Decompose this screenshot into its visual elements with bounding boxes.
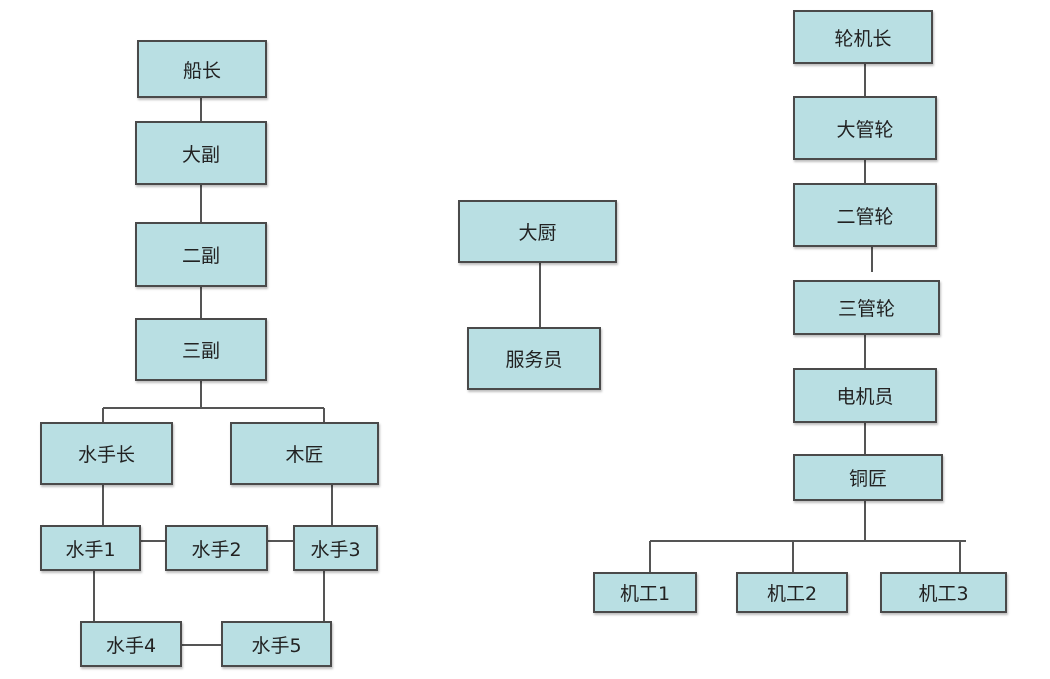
node-sailor-4: 水手4 [80,621,182,667]
node-steward: 服务员 [467,327,601,390]
node-sailor-5: 水手5 [221,621,332,667]
node-second-officer: 二副 [135,222,267,287]
node-motorman-2: 机工2 [736,572,848,613]
node-sailor-1: 水手1 [40,525,141,571]
node-boatswain: 水手长 [40,422,173,485]
node-fourth-engineer: 三管轮 [793,280,940,335]
node-captain: 船长 [137,40,267,98]
node-chef: 大厨 [458,200,617,263]
node-motorman-1: 机工1 [593,572,697,613]
node-third-engineer: 二管轮 [793,183,937,247]
node-electrician: 电机员 [793,368,937,423]
node-second-engineer: 大管轮 [793,96,937,160]
node-chief-officer: 大副 [135,121,267,185]
node-third-officer: 三副 [135,318,267,381]
node-fitter: 铜匠 [793,454,943,501]
node-sailor-2: 水手2 [165,525,268,571]
node-carpenter: 木匠 [230,422,379,485]
node-sailor-3: 水手3 [293,525,378,571]
node-motorman-3: 机工3 [880,572,1007,613]
node-chief-engineer: 轮机长 [793,10,933,64]
